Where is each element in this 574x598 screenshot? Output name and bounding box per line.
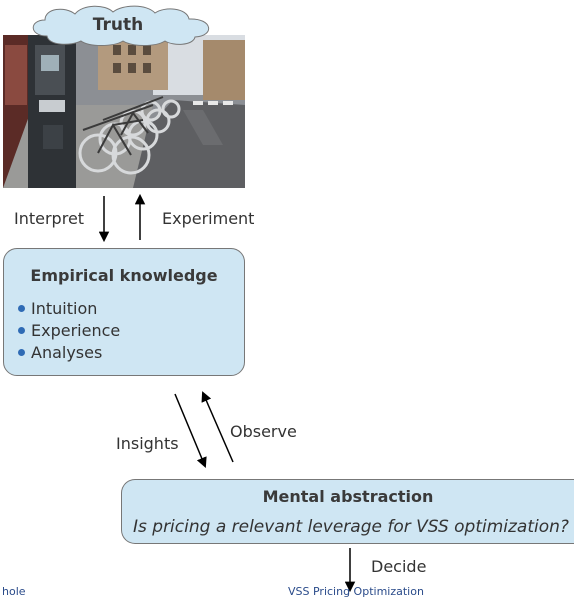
- empirical-knowledge-title: Empirical knowledge: [30, 266, 218, 285]
- list-item: Experience: [18, 320, 120, 342]
- mental-abstraction-question: Is pricing a relevant leverage for VSS o…: [133, 517, 569, 537]
- list-item: Intuition: [18, 298, 120, 320]
- item-label: Intuition: [31, 299, 98, 318]
- experiment-label: Experiment: [162, 209, 255, 228]
- footer-title: VSS Pricing Optimization: [288, 585, 424, 598]
- insights-label: Insights: [116, 434, 179, 453]
- observe-arrow: [201, 391, 234, 463]
- interpret-label: Interpret: [14, 209, 85, 228]
- footer-left-text: hole: [2, 585, 26, 598]
- bullet-icon: [18, 327, 25, 334]
- mental-abstraction-box: Mental abstraction Is pricing a relevant…: [121, 479, 574, 544]
- empirical-items: Intuition Experience Analyses: [18, 298, 120, 364]
- item-label: Analyses: [31, 343, 103, 362]
- empirical-knowledge-box: Empirical knowledge Intuition Experience…: [3, 248, 245, 376]
- item-label: Experience: [31, 321, 121, 340]
- bullet-icon: [18, 305, 25, 312]
- decide-label: Decide: [371, 557, 427, 576]
- observe-label: Observe: [230, 422, 297, 441]
- truth-cloud: [32, 5, 209, 46]
- list-item: Analyses: [18, 342, 120, 364]
- mental-abstraction-title: Mental abstraction: [262, 487, 434, 506]
- insights-arrow: [174, 393, 207, 468]
- truth-title: Truth: [92, 15, 144, 35]
- bullet-icon: [18, 349, 25, 356]
